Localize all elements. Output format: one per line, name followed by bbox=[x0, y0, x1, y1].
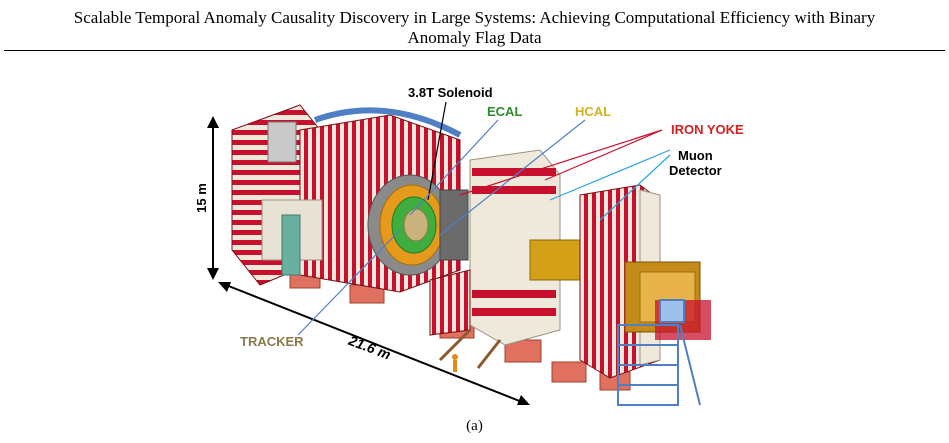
running-title-line-2: Anomaly Flag Data bbox=[407, 28, 542, 47]
running-title: Scalable Temporal Anomaly Causality Disc… bbox=[0, 8, 949, 48]
length-label: 21.6 m bbox=[346, 332, 393, 363]
person-scale-figure bbox=[452, 354, 458, 372]
inner-barrel bbox=[367, 174, 469, 276]
tracker-label: TRACKER bbox=[240, 334, 304, 349]
callout-lines bbox=[297, 101, 671, 336]
hcal-label: HCAL bbox=[575, 104, 611, 119]
ecal-label: ECAL bbox=[487, 104, 522, 119]
iron-yoke-label: IRON YOKE bbox=[671, 122, 744, 137]
access-scaffold bbox=[617, 299, 701, 406]
figure-caption: (a) bbox=[466, 418, 483, 434]
detector-label: Detector bbox=[669, 163, 722, 178]
forward-endcap bbox=[529, 184, 711, 379]
header-rule bbox=[4, 50, 945, 51]
height-label: 15 m bbox=[194, 183, 209, 213]
height-dimension: 15 m bbox=[194, 116, 219, 280]
running-title-line-1: Scalable Temporal Anomaly Causality Disc… bbox=[73, 8, 876, 27]
muon-label: Muon bbox=[678, 148, 713, 163]
solenoid-label: 3.8T Solenoid bbox=[408, 85, 493, 100]
middle-wheels bbox=[429, 149, 561, 369]
